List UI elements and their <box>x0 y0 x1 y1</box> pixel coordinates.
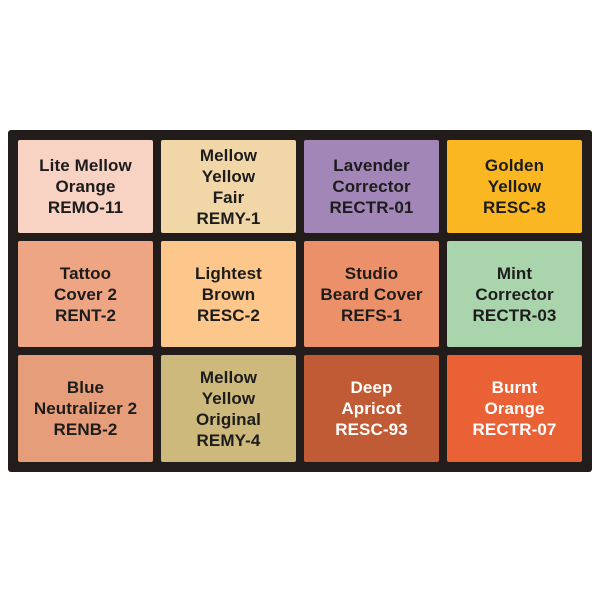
swatch-code: RECTR-07 <box>472 420 557 439</box>
swatch-name-line: Yellow <box>201 166 256 186</box>
swatch-name-line: Brown <box>201 284 256 304</box>
swatch-code: RENB-2 <box>53 420 118 439</box>
swatch-name-line: Studio <box>344 263 399 283</box>
swatch-name-line: Corrector <box>475 284 554 304</box>
swatch-name-line: Lavender <box>333 156 410 175</box>
swatch-name-line: Yellow <box>487 177 542 196</box>
swatch-name-line: Original <box>195 409 262 429</box>
swatch-name-line: Lite Mellow <box>39 156 132 175</box>
swatch-name-line: Orange <box>55 177 116 196</box>
swatch-name-line: Burnt <box>491 378 538 397</box>
swatch-name-line: Tattoo <box>59 263 112 283</box>
swatch-name-line: Mint <box>496 263 533 283</box>
swatch-name-line: Beard Cover <box>320 284 423 304</box>
swatch-code: RECTR-01 <box>329 198 414 217</box>
swatch-name-line: Deep <box>350 378 393 397</box>
swatch-code: REFS-1 <box>340 305 403 325</box>
swatch-name-line: Mellow <box>199 145 258 165</box>
swatch-code: RECTR-03 <box>472 305 557 325</box>
swatch-name-line: Mellow <box>199 367 258 387</box>
swatch-code: RENT-2 <box>54 305 117 325</box>
swatch-code: REMY-4 <box>196 430 261 450</box>
swatch-name-line: Golden <box>484 156 545 175</box>
swatch-name-line: Corrector <box>332 177 411 196</box>
swatch-name-line: Orange <box>484 399 545 418</box>
swatch-name-line: Cover 2 <box>53 284 118 304</box>
swatch-code: RESC-2 <box>197 305 260 325</box>
swatch-code: RESC-8 <box>483 198 546 217</box>
swatch-name-line: Apricot <box>341 399 402 418</box>
swatch-name-line: Fair <box>212 187 245 207</box>
swatch-name-line: Neutralizer 2 <box>33 399 138 418</box>
swatch-code: REMY-1 <box>196 208 261 228</box>
swatch-name-line: Blue <box>66 378 105 397</box>
swatch-code: REMO-11 <box>47 198 124 217</box>
swatch-code: RESC-93 <box>335 420 408 439</box>
swatch-name-line: Lightest <box>195 263 262 283</box>
swatch-name-line: Yellow <box>201 388 256 408</box>
